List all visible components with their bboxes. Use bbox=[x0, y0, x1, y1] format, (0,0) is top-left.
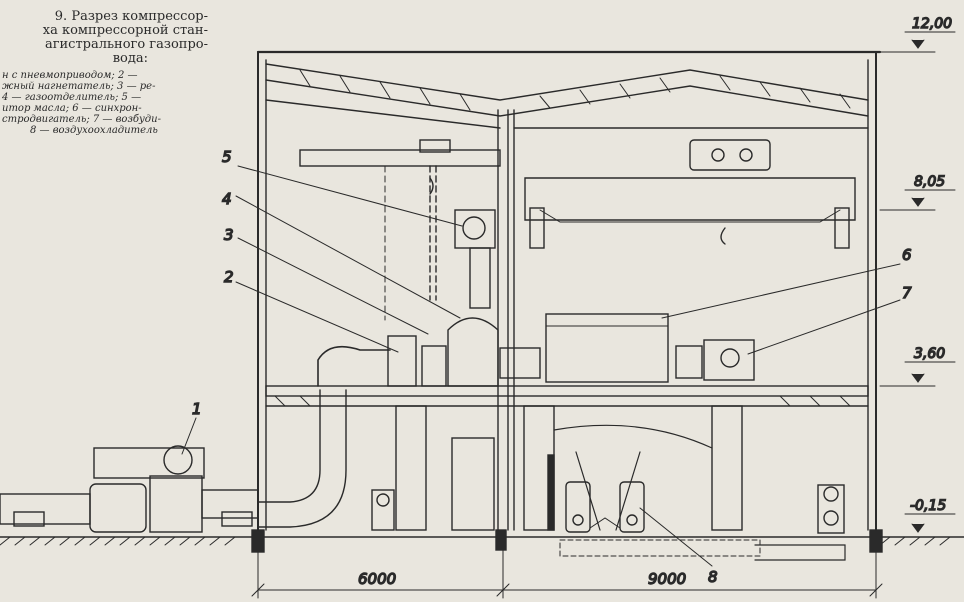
elevation-3-60 bbox=[879, 361, 956, 387]
ground bbox=[0, 529, 964, 561]
callout-2: 2 bbox=[224, 268, 234, 286]
legend-line: итор масла; 6 — синхрон- bbox=[2, 103, 142, 114]
operating-floor bbox=[265, 385, 869, 407]
air-cooler bbox=[565, 481, 645, 533]
overhead-crane-left bbox=[299, 139, 501, 321]
callout-8: 8 bbox=[708, 568, 718, 586]
figure-caption: 9. Разрез компрессор- ха компрессорной с… bbox=[0, 9, 208, 137]
elevation-label: 3,60 bbox=[914, 346, 945, 362]
roof-truss bbox=[265, 63, 869, 129]
caption-line: ха компрессорной стан- bbox=[42, 23, 208, 38]
elevation-8-05 bbox=[879, 189, 956, 211]
callout-1: 1 bbox=[192, 400, 202, 418]
elevation-label: -0,15 bbox=[910, 498, 946, 514]
callout-3: 3 bbox=[224, 226, 234, 244]
caption-legend: н с пневмоприводом; 2 — жный нагнетатель… bbox=[0, 70, 208, 136]
legend-line: жный нагнетатель; 3 — ре- bbox=[2, 81, 156, 92]
legend-line: 4 — газоотделитель; 5 — bbox=[2, 92, 142, 103]
elevation-markers bbox=[879, 31, 956, 533]
elevation-12-00 bbox=[879, 31, 956, 53]
caption-line: агистрального газопро- bbox=[44, 37, 208, 52]
callout-leaders bbox=[181, 165, 901, 567]
dimension-lines bbox=[251, 544, 883, 599]
dimension-label: 9000 bbox=[648, 570, 686, 588]
gas-pipeline bbox=[0, 389, 347, 533]
callout-6: 6 bbox=[902, 246, 912, 264]
basement-pumps bbox=[371, 484, 845, 534]
compressor-unit bbox=[317, 317, 541, 387]
elevation-neg-0-15 bbox=[904, 513, 956, 533]
caption-line: вода: bbox=[112, 51, 148, 66]
oil-separator bbox=[454, 209, 496, 309]
exciter bbox=[675, 339, 755, 381]
elevation-label: 8,05 bbox=[914, 174, 945, 190]
legend-line: н с пневмоприводом; 2 — bbox=[2, 70, 138, 81]
foundation bbox=[395, 405, 743, 531]
callout-7: 7 bbox=[902, 284, 912, 302]
building-walls bbox=[256, 50, 882, 531]
callout-5: 5 bbox=[222, 148, 232, 166]
callout-4: 4 bbox=[222, 190, 232, 208]
synchronous-motor bbox=[545, 313, 669, 383]
dimension-label: 6000 bbox=[358, 570, 396, 588]
elevation-label: 12,00 bbox=[912, 16, 952, 32]
legend-line: 8 — воздухоохладитель bbox=[30, 125, 158, 136]
caption-line: 9. Разрез компрессор- bbox=[54, 9, 208, 24]
overhead-crane-right bbox=[524, 139, 856, 249]
legend-line: стродвигатель; 7 — возбуди- bbox=[2, 114, 161, 125]
